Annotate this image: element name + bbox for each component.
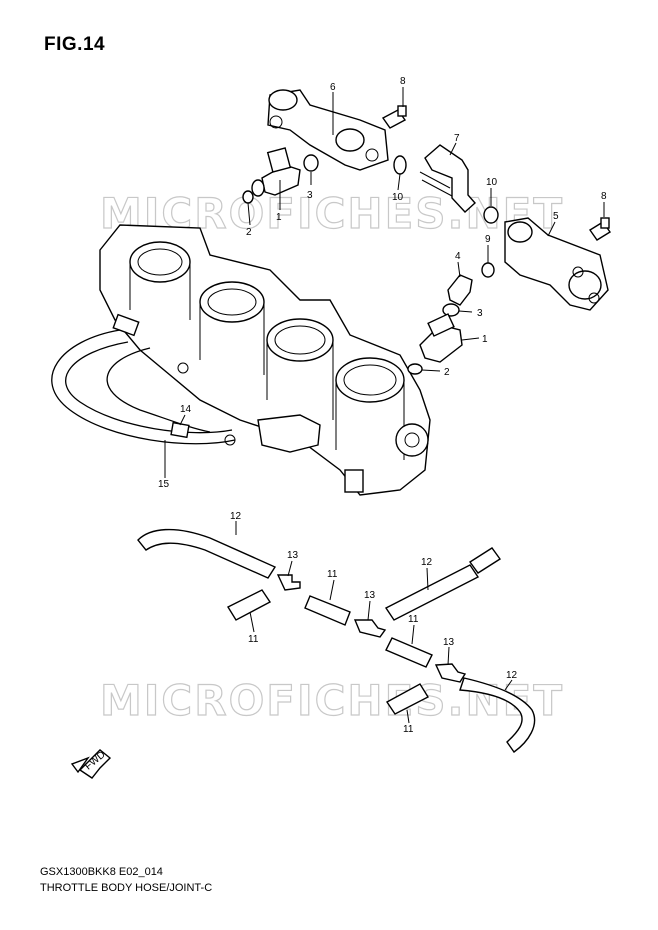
figure-code: GSX1300BKK8 E02_014 [40, 866, 163, 878]
fwd-arrow-icon: FWD [70, 749, 112, 779]
callout-2-lower: 2 [444, 367, 450, 378]
callout-1-upper: 1 [276, 212, 282, 223]
o-ring-9 [481, 262, 495, 278]
bolt-8-right [589, 217, 611, 241]
callout-6: 6 [330, 82, 336, 93]
callout-14: 14 [180, 404, 192, 415]
callout-1-lower: 1 [482, 334, 488, 345]
callout-11-lower: 11 [403, 724, 414, 735]
callout-13-right: 13 [443, 637, 455, 648]
injector-1-upper [251, 147, 301, 197]
callout-3-lower: 3 [477, 308, 483, 319]
hose-12-middle [384, 564, 480, 621]
fuel-delivery-pipe-5 [504, 217, 609, 311]
callout-4: 4 [455, 251, 461, 262]
joint-13-middle [353, 619, 387, 638]
callout-11-right: 11 [408, 614, 419, 625]
callout-3-upper: 3 [307, 190, 313, 201]
figure-title: FIG.14 [44, 34, 106, 55]
o-ring-10-right [483, 206, 499, 224]
callout-12-middle: 12 [421, 557, 433, 568]
leader-lines [164, 87, 605, 724]
o-ring-3-lower [442, 303, 460, 317]
hose-15 [51, 329, 236, 445]
o-ring-10-upper [393, 155, 407, 175]
callout-12-left: 12 [230, 511, 242, 522]
throttle-body-assembly [99, 224, 431, 496]
callout-11-middle: 11 [327, 569, 338, 580]
hose-11-right [385, 637, 433, 668]
o-ring-2-upper [242, 190, 254, 204]
callout-15: 15 [158, 479, 170, 490]
joint-13-left [276, 574, 301, 591]
callout-12-right: 12 [506, 670, 518, 681]
callout-8-upper: 8 [400, 76, 406, 87]
callout-9: 9 [485, 234, 491, 245]
hose-11-lower [385, 683, 429, 715]
fuel-delivery-pipe-6 [267, 89, 389, 171]
callout-13-middle: 13 [364, 590, 376, 601]
callout-8-right: 8 [601, 191, 607, 202]
o-ring-3-upper [303, 154, 319, 172]
callout-10-right: 10 [486, 177, 498, 188]
o-ring-2-lower [407, 363, 423, 375]
hose-11-middle [304, 595, 351, 626]
figure-caption: THROTTLE BODY HOSE/JOINT-C [40, 882, 213, 894]
watermark-lower: MICROFICHES.NET [100, 676, 564, 725]
hose-12-small-right [468, 547, 502, 574]
hose-12-left [137, 528, 277, 579]
callout-11-left: 11 [248, 634, 259, 645]
joint-13-right [434, 663, 467, 683]
callout-5: 5 [553, 211, 559, 222]
callout-7: 7 [454, 133, 460, 144]
callout-13-left: 13 [287, 550, 299, 561]
bolt-8-upper [381, 105, 407, 129]
hose-11-short-left [227, 589, 272, 621]
injector-1-lower [419, 313, 463, 363]
elbow-joint-4 [447, 274, 473, 306]
joint-pipe-7 [419, 144, 476, 213]
hose-12-right [459, 677, 536, 753]
callouts: 6 8 7 3 10 10 8 1 5 2 9 4 3 1 2 14 15 12… [158, 76, 607, 735]
callout-10-upper: 10 [392, 192, 404, 203]
callout-2-upper: 2 [246, 227, 252, 238]
